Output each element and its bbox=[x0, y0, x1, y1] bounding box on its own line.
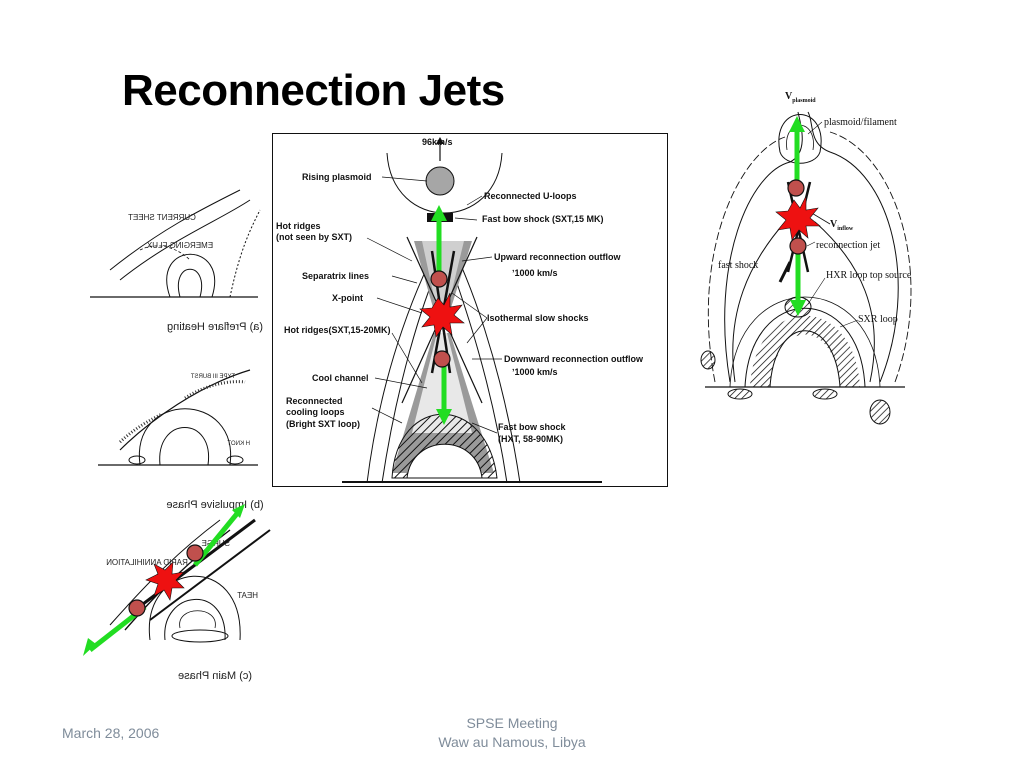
label-reconnected-cooling-2: cooling loops bbox=[286, 407, 345, 417]
label-upward-outflow: Upward reconnection outflow bbox=[494, 252, 622, 262]
panel-b: TYPE III BURST H KNOT (b) Impulsive Phas… bbox=[98, 369, 264, 511]
label-isothermal: Isothermal slow shocks bbox=[487, 313, 589, 323]
label-speed-top: 96km/s bbox=[422, 137, 453, 147]
label-hot-ridges-bottom: Hot ridges(SXT,15-20MK) bbox=[284, 325, 391, 335]
footer-event: SPSE Meeting Waw au Namous, Libya bbox=[412, 714, 612, 752]
label-type-iii-burst: TYPE III BURST bbox=[190, 374, 235, 380]
x-point-star-icon bbox=[145, 561, 185, 601]
label-emerging-flux: EMERGING FLUX bbox=[146, 241, 213, 250]
caption-panel-b: (b) Impulsive Phase bbox=[166, 499, 263, 511]
x-point-star-icon bbox=[419, 292, 465, 338]
panel-a: CURRENT SHEET EMERGING FLUX (a) Preflare… bbox=[90, 189, 263, 333]
caption-panel-c: (c) Main Phase bbox=[178, 670, 252, 682]
label-cool-channel: Cool channel bbox=[312, 373, 369, 383]
plasma-blob-icon bbox=[789, 237, 807, 255]
plasma-blob-icon bbox=[433, 350, 451, 368]
label-fast-bow-shock-top: Fast bow shock (SXT,15 MK) bbox=[482, 214, 604, 224]
label-reconnected-cooling: Reconnected bbox=[286, 396, 343, 406]
label-rising-plasmoid: Rising plasmoid bbox=[302, 172, 372, 182]
plasma-blob-icon bbox=[787, 179, 805, 197]
footer-date: March 28, 2006 bbox=[62, 725, 160, 741]
label-hot-ridges-top: Hot ridges bbox=[276, 221, 321, 231]
label-h-knot: H KNOT bbox=[227, 441, 250, 447]
caption-panel-a: (a) Preflare Heating bbox=[167, 321, 263, 333]
panel-c: SURGE RAPID ANNIHILATION HEAT (c) Main P… bbox=[83, 504, 271, 682]
slide-title: Reconnection Jets bbox=[122, 66, 505, 115]
label-downward-outflow: Downward reconnection outflow bbox=[504, 354, 644, 364]
x-point-star-icon bbox=[775, 195, 821, 241]
label-reconnected-cooling-3: (Bright SXT loop) bbox=[286, 419, 360, 429]
footer-event-line-2: Waw au Namous, Libya bbox=[438, 734, 586, 750]
label-fast-shock: fast shock bbox=[718, 260, 758, 271]
left-panels-figure: CURRENT SHEET EMERGING FLUX (a) Preflare… bbox=[83, 189, 271, 682]
right-diagram: Vplasmoid plasmoid/filament Vinflow reco… bbox=[700, 91, 912, 425]
center-diagram: 96km/s Rising plasmoid Reconnected U-loo… bbox=[272, 133, 668, 487]
label-plasmoid-filament: plasmoid/filament bbox=[824, 117, 897, 128]
label-fast-bow-shock-bottom: Fast bow shock bbox=[498, 422, 567, 432]
plasma-blob-icon bbox=[430, 270, 448, 288]
label-hxr-source: HXR loop top source bbox=[826, 270, 912, 281]
label-separatrix: Separatrix lines bbox=[302, 271, 369, 281]
plasma-blob-icon bbox=[186, 544, 204, 562]
label-reconnected-u-loops: Reconnected U-loops bbox=[484, 191, 577, 201]
label-sxr-loop: SXR loop bbox=[858, 314, 898, 325]
label-downward-speed: ʼ1000 km/s bbox=[512, 367, 558, 377]
label-heat: HEAT bbox=[237, 591, 258, 600]
label-hot-ridges-top-2: (not seen by SXT) bbox=[276, 232, 352, 242]
label-current-sheet: CURRENT SHEET bbox=[128, 213, 196, 222]
label-x-point: X-point bbox=[332, 293, 363, 303]
label-fast-bow-shock-bottom-2: (HXT, 58-90MK) bbox=[498, 434, 563, 444]
label-v-inflow: Vinflow bbox=[830, 219, 854, 232]
label-reconnection-jet: reconnection jet bbox=[816, 240, 880, 251]
plasma-blob-icon bbox=[128, 599, 146, 617]
label-upward-speed: ʼ1000 km/s bbox=[512, 268, 558, 278]
label-v-plasmoid: Vplasmoid bbox=[785, 91, 816, 104]
label-rapid-annihilation: RAPID ANNIHILATION bbox=[106, 558, 188, 567]
footer-event-line-1: SPSE Meeting bbox=[466, 715, 558, 731]
